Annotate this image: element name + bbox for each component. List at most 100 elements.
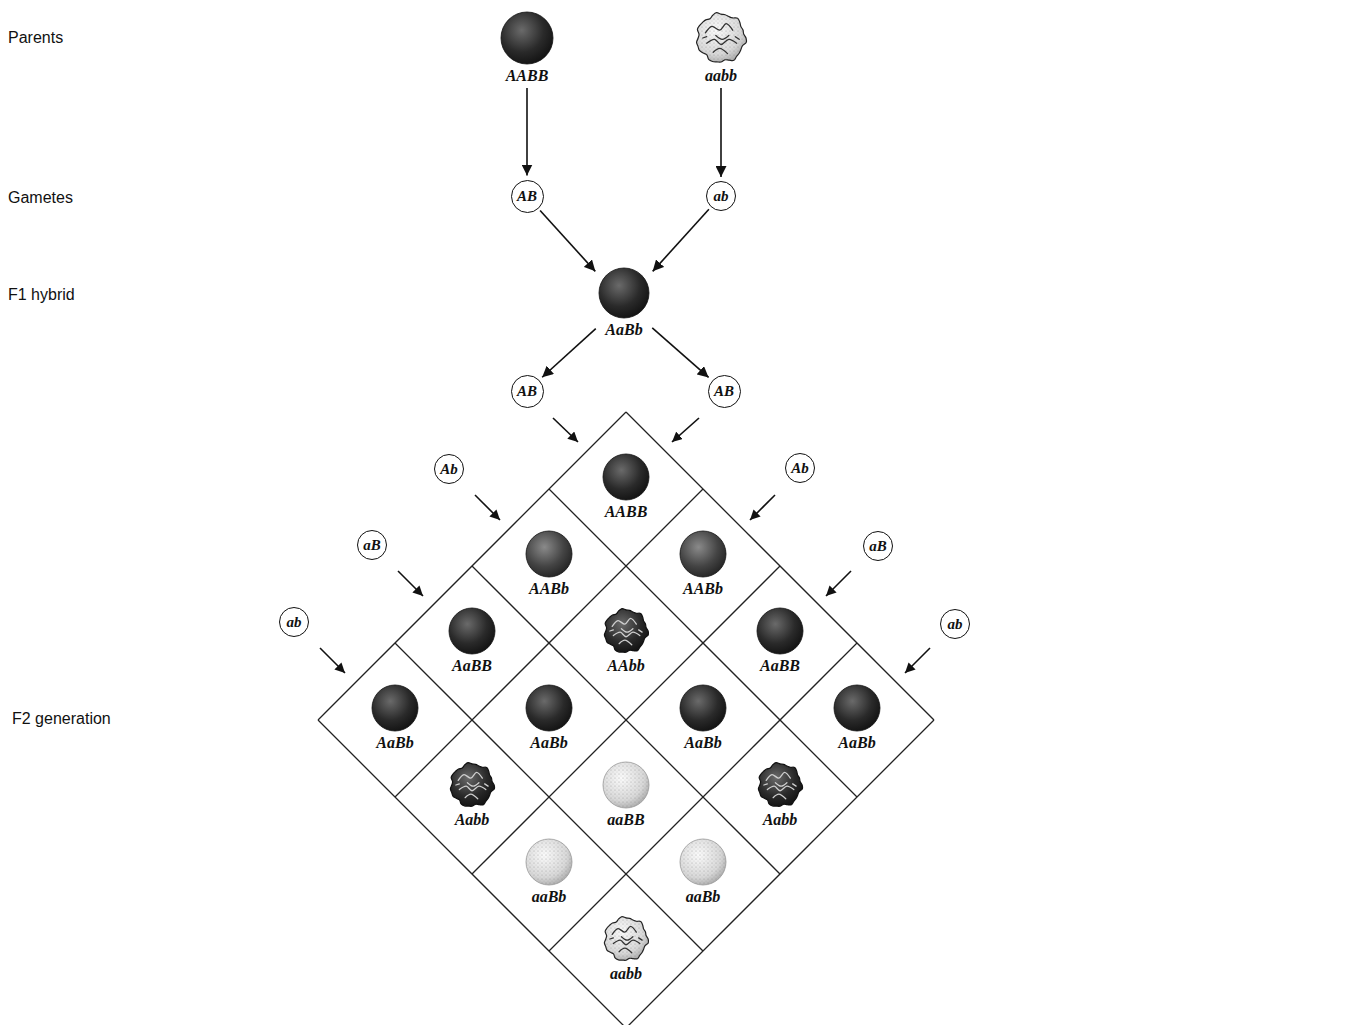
gamete-arrows: [320, 418, 930, 673]
arrow-connector: [653, 209, 709, 271]
pea-group: [603, 762, 649, 808]
pea-wrinkle: [467, 783, 479, 786]
pea-drawing: [371, 684, 419, 732]
pea-drawing: [525, 838, 573, 886]
gamete-arrow: [826, 571, 851, 596]
pea-wrinkle: [716, 35, 729, 39]
pea-group: [526, 531, 572, 577]
genotype-label: AaBb: [376, 734, 413, 752]
pea-genotype: Aabb: [756, 761, 804, 829]
gamete-arrow: [475, 495, 500, 520]
pea-genotype: AABb: [679, 530, 727, 598]
pea-wrinkle: [713, 48, 727, 53]
round-pea: [757, 608, 803, 654]
gamete-circle: AB: [708, 375, 741, 408]
pea-wrinkle: [485, 784, 488, 786]
pea-genotype: AABB: [602, 453, 651, 521]
arrow-connector: [720, 88, 722, 177]
stage-label: F2 generation: [12, 709, 111, 729]
pea-group: [834, 685, 880, 731]
gamete-circle: ab: [279, 607, 309, 637]
arrow-connector: [526, 88, 528, 176]
grid-line: [626, 720, 934, 1025]
pea-group: [526, 685, 572, 731]
pea-genotype: AaBb: [598, 267, 650, 339]
genotype-label: AB: [714, 382, 734, 400]
pea-group: [449, 608, 495, 654]
pea-wrinkle: [764, 784, 767, 785]
pea-wrinkle: [459, 786, 485, 791]
gamete-circle: ab: [940, 609, 970, 639]
round-pea: [372, 685, 418, 731]
pea-drawing: [602, 453, 650, 501]
pea-wrinkle: [773, 794, 786, 799]
pea-genotype: aaBb: [679, 838, 727, 906]
pea-drawing: [525, 684, 573, 732]
round-pea: [680, 531, 726, 577]
pea-drawing: [679, 838, 727, 886]
genotype-label: ab: [714, 187, 729, 205]
pea-stipple: [526, 839, 572, 885]
pea-stipple: [604, 917, 648, 961]
pea-wrinkle: [612, 618, 636, 626]
wrinkled-pea: [450, 763, 494, 807]
grid-line: [395, 489, 703, 797]
pea-genotype: aaBb: [525, 838, 573, 906]
gamete-circle: ab: [706, 181, 736, 211]
pea-genotype: AABB: [500, 11, 554, 85]
genotype-label: AB: [517, 382, 537, 400]
genotype-label: AABB: [605, 503, 648, 521]
pea-wrinkle: [703, 37, 707, 38]
gamete-circle: AB: [511, 375, 544, 408]
pea-wrinkle: [793, 784, 796, 786]
genotype-label: AaBB: [760, 657, 800, 675]
pea-wrinkle: [775, 783, 787, 786]
pea-drawing: [598, 267, 650, 319]
genotype-label: AaBb: [605, 321, 642, 339]
stage-label: F1 hybrid: [8, 285, 75, 305]
round-pea: [680, 685, 726, 731]
pea-genotype: AaBb: [525, 684, 573, 752]
pea-wrinkle: [619, 640, 632, 645]
gamete-arrow: [672, 418, 699, 442]
gamete-arrow: [750, 495, 775, 520]
pea-wrinkle: [613, 940, 639, 945]
pea-drawing: [525, 530, 573, 578]
round-pea: [526, 839, 572, 885]
pea-group: [604, 609, 648, 653]
arrow-connector: [542, 329, 596, 378]
pea-genotype: AaBb: [371, 684, 419, 752]
pea-group: [680, 839, 726, 885]
round-pea: [501, 12, 553, 64]
genotype-label: Ab: [440, 460, 458, 478]
pea-wrinkle: [639, 938, 642, 940]
pea-wrinkle: [456, 784, 459, 785]
genotype-label: AaBb: [530, 734, 567, 752]
stage-label: Parents: [8, 28, 63, 48]
genotype-label: aabb: [610, 965, 642, 983]
pea-stipple: [680, 839, 726, 885]
pea-wrinkle: [465, 794, 478, 799]
genotype-label: Ab: [791, 459, 809, 477]
genotype-label: ab: [948, 615, 963, 633]
round-pea: [449, 608, 495, 654]
pea-wrinkle: [767, 786, 793, 791]
gamete-circle: aB: [357, 530, 387, 560]
genotype-label: AaBB: [452, 657, 492, 675]
pea-drawing: [602, 915, 650, 963]
pea-genotype: AAbb: [602, 607, 650, 675]
arrow-connector: [540, 210, 595, 271]
pea-group: [599, 268, 649, 318]
gamete-arrow: [398, 571, 423, 596]
pea-stipple: [603, 762, 649, 808]
pea-wrinkle: [639, 630, 642, 632]
genotype-label: AB: [517, 187, 537, 205]
arrow-connector: [652, 328, 708, 378]
pea-wrinkle: [613, 632, 639, 637]
gamete-circle: Ab: [434, 454, 464, 484]
genotype-label: AABB: [506, 67, 549, 85]
genotype-label: aB: [869, 537, 887, 555]
pea-genotype: AaBB: [448, 607, 496, 675]
wrinkled-pea: [758, 763, 802, 807]
